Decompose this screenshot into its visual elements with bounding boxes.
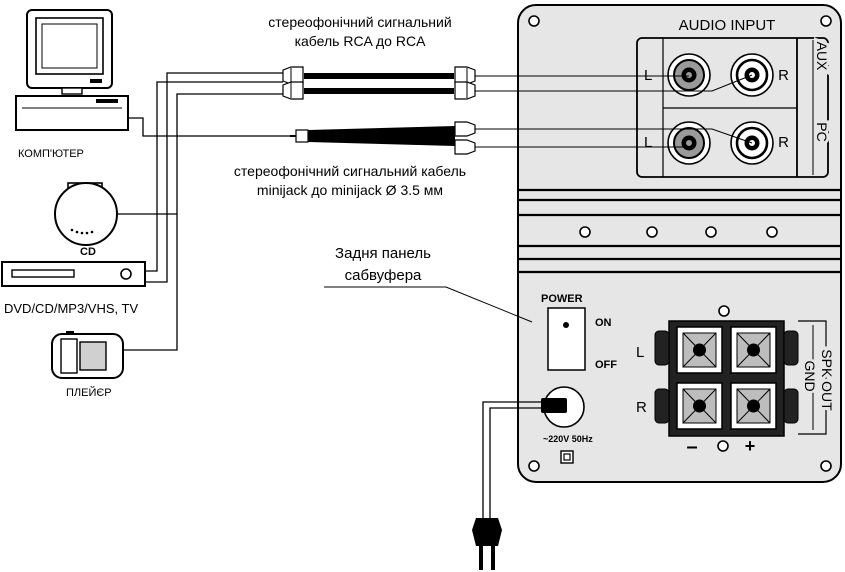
screw-icon [579, 226, 591, 238]
screw-icon [718, 305, 730, 317]
rca-jack-pc-left[interactable] [667, 121, 711, 165]
power-off-label: OFF [595, 359, 617, 371]
computer-icon [15, 9, 129, 131]
subwoofer-panel-label-line2: сабвуфера [345, 267, 422, 284]
vent-slots [518, 188, 841, 274]
subwoofer-panel-label-line1: Задня панель [335, 245, 431, 262]
aux-right-label: R [778, 67, 789, 84]
screw-icon [646, 226, 658, 238]
screw-icon [820, 15, 832, 27]
screw-icon [528, 460, 540, 472]
speaker-terminal-l-minus[interactable] [676, 326, 723, 374]
spk-right-label: R [636, 399, 647, 416]
cd-player-icon [54, 182, 118, 246]
spk-left-label: L [636, 344, 644, 361]
gnd-label: GND [802, 360, 818, 391]
pc-left-label: L [644, 134, 652, 151]
dvd-player-icon [1, 261, 146, 287]
minijack-cable [290, 121, 753, 155]
power-cord [472, 398, 567, 570]
power-switch[interactable] [547, 307, 586, 371]
speaker-terminal-l-plus[interactable] [730, 326, 777, 374]
portable-player-icon [51, 331, 124, 379]
aux-label: AUX [814, 42, 830, 71]
minijack-cable-label-line2: minijack до minijack Ø 3.5 мм [257, 182, 443, 198]
power-indicator-icon [563, 322, 569, 328]
speaker-terminal-block [654, 320, 799, 437]
speaker-terminal-r-plus[interactable] [730, 382, 777, 430]
device-wires [117, 72, 290, 351]
pc-right-label: R [778, 134, 789, 151]
mains-label: ~220V 50Hz [543, 434, 593, 444]
power-on-label: ON [595, 317, 612, 329]
screw-icon [717, 440, 729, 452]
pc-label: PC [814, 122, 830, 141]
plus-label: + [745, 436, 756, 456]
minijack-cable-label-line1: стереофонічний сигнальний кабель [234, 163, 466, 179]
rca-cable-label-line2: кабель RCA до RCA [295, 33, 426, 49]
speaker-terminal-r-minus[interactable] [676, 382, 723, 430]
screw-icon [705, 226, 717, 238]
rca-jack-aux-left[interactable] [667, 53, 711, 97]
ground-symbol-icon [560, 450, 574, 464]
audio-input-title: AUDIO INPUT [679, 17, 776, 34]
rca-cable-label-line1: стереофонічний сигнальний [268, 14, 451, 30]
audio-input-frame [636, 37, 829, 178]
power-label: POWER [541, 293, 583, 305]
minus-label: – [686, 436, 697, 458]
spk-out-label: SPK OUT [819, 349, 835, 411]
player-label: ПЛЕЙЄР [66, 386, 112, 399]
dvd-label: DVD/CD/MP3/VHS, TV [4, 301, 138, 316]
computer-label: КОМП'ЮТЕР [18, 148, 84, 160]
rca-cable [282, 66, 753, 100]
callout-leader-line [324, 286, 533, 323]
subwoofer-back-panel: AUDIO INPUT L L R R AUX PC [517, 4, 842, 483]
cd-label: CD [80, 246, 96, 258]
screw-icon [528, 15, 540, 27]
screw-icon [820, 460, 832, 472]
screw-icon [766, 226, 778, 238]
